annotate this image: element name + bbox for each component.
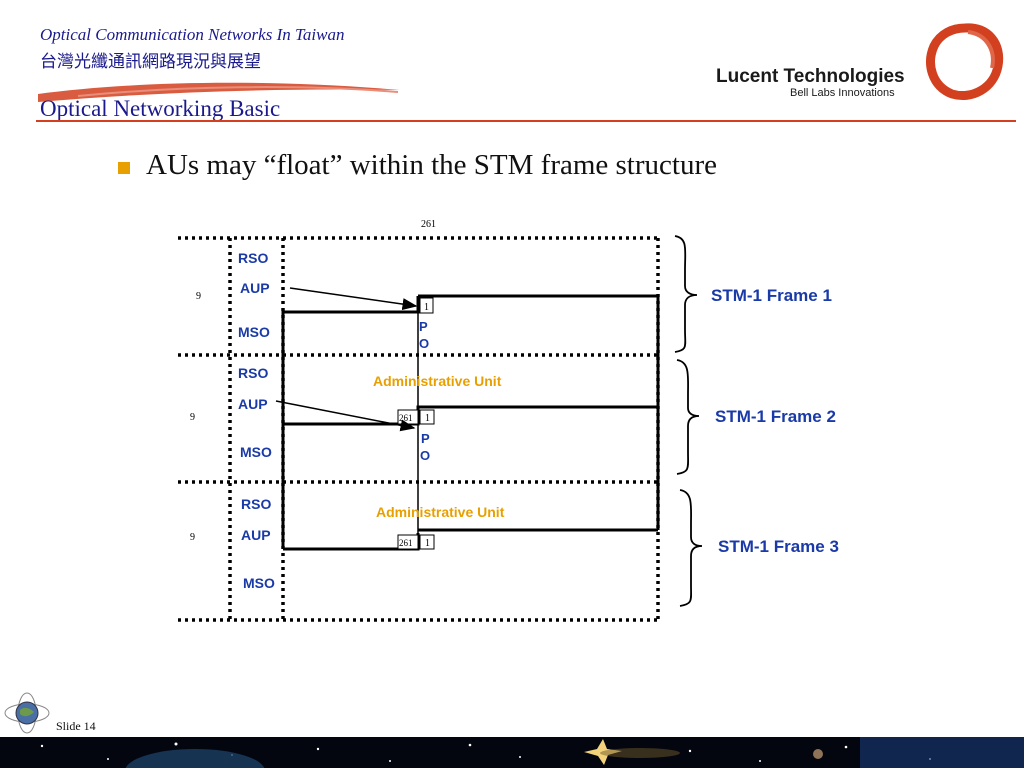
po-o-1: O: [419, 336, 429, 351]
bullet-text: AUs may “float” within the STM frame str…: [146, 149, 717, 181]
brand-tagline: Bell Labs Innovations: [790, 87, 895, 99]
row-count-label-2: 9: [190, 412, 195, 423]
row-count-label-1: 9: [196, 291, 201, 302]
aup-label-2: AUP: [238, 396, 268, 412]
aup-label-1: AUP: [240, 280, 270, 296]
frame-1-brace: [674, 235, 698, 353]
rso-label-2: RSO: [238, 365, 268, 381]
rso-label-1: RSO: [238, 250, 268, 266]
box-261-2: 261: [399, 413, 413, 423]
slide-number: Slide 14: [56, 719, 96, 733]
au-label-1: Administrative Unit: [373, 373, 502, 389]
po-o-2: O: [420, 448, 430, 463]
po-p-1: P: [419, 319, 428, 334]
box-one-2: 1: [425, 413, 430, 424]
row-count-label-3: 9: [190, 532, 195, 543]
header-swoosh: [38, 82, 400, 102]
frame-3-brace: [679, 489, 703, 607]
frame-3-label: STM-1 Frame 3: [718, 537, 839, 556]
column-count-label: 261: [421, 219, 436, 230]
frame-2-label: STM-1 Frame 2: [715, 407, 836, 426]
frame-2-brace: [676, 359, 700, 475]
footer-space-art: [40, 737, 1024, 768]
aup-pointer-arrow-2: [275, 400, 416, 432]
aup-pointer-arrow-1: [289, 287, 418, 311]
brand-name: Lucent Technologies: [716, 66, 905, 87]
lucent-logo-icon: [926, 23, 1004, 100]
box-one-3: 1: [425, 538, 430, 549]
header-rule: [36, 120, 1016, 122]
section-title: Optical Networking Basic: [40, 96, 281, 121]
header-title-en: Optical Communication Networks In Taiwan: [40, 25, 345, 44]
frame-1-label: STM-1 Frame 1: [711, 286, 832, 305]
mso-label-1: MSO: [238, 324, 270, 340]
box-261-3: 261: [399, 538, 413, 548]
aup-label-3: AUP: [241, 527, 271, 543]
rso-label-3: RSO: [241, 496, 271, 512]
globe-logo-icon: [4, 692, 50, 734]
mso-label-3: MSO: [243, 575, 275, 591]
bullet-icon: [118, 162, 130, 174]
po-p-2: P: [421, 431, 430, 446]
header-title-zh: 台灣光纖通訊網路現況與展望: [40, 52, 261, 72]
au-label-2: Administrative Unit: [376, 504, 505, 520]
box-one-1: 1: [424, 302, 429, 313]
mso-label-2: MSO: [240, 444, 272, 460]
